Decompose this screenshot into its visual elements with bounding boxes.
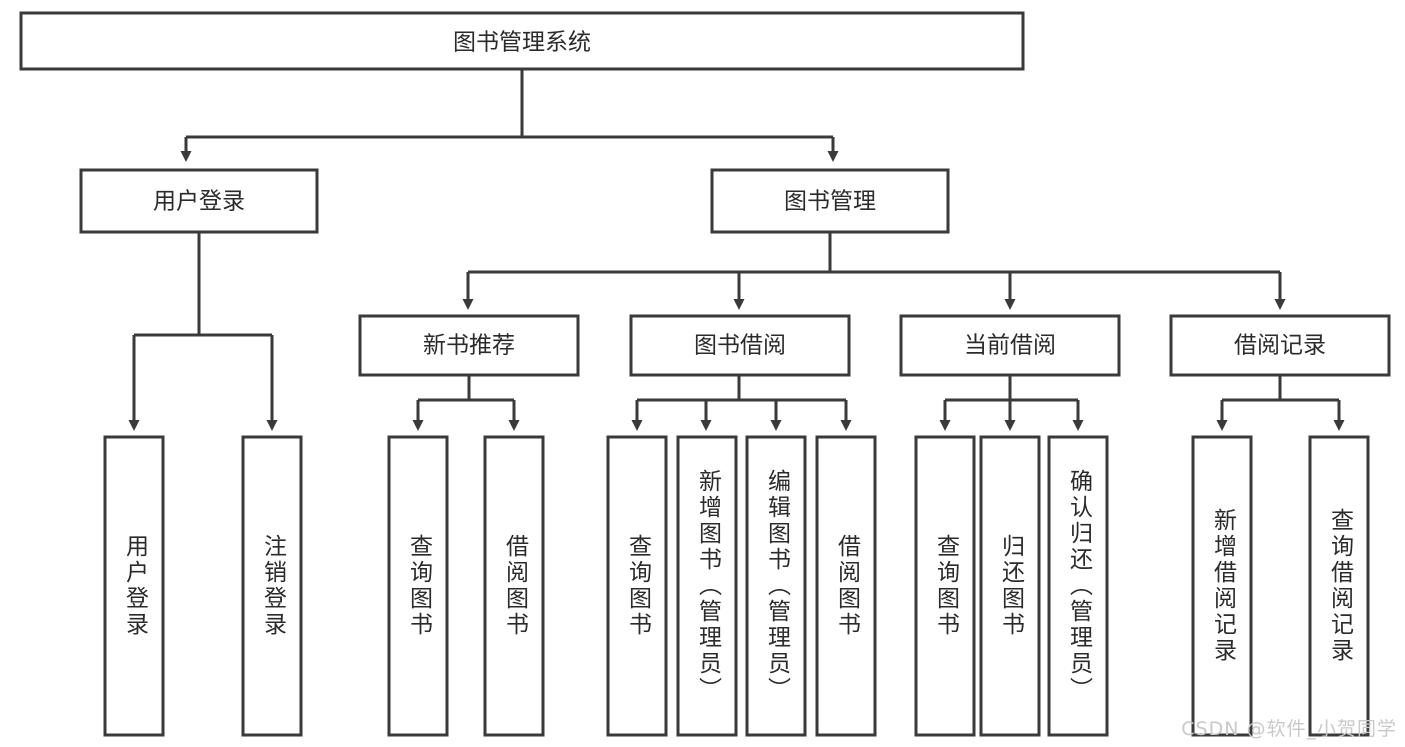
leaf-book-borrow-add[interactable]: 新增图书（管理员） xyxy=(676,435,738,737)
leaf-label: 新增图书（管理员） xyxy=(694,469,721,703)
leaf-label: 确认归还（管理员） xyxy=(1065,469,1092,703)
node-borrow-record[interactable]: 借阅记录 xyxy=(1169,314,1391,377)
connector-borrow-record-to-leaves xyxy=(1216,375,1345,431)
leaf-label: 新增借阅记录 xyxy=(1209,508,1236,664)
leaf-label: 查询图书 xyxy=(405,534,432,638)
node-book-borrow-label: 图书借阅 xyxy=(694,333,786,359)
leaf-label: 归还图书 xyxy=(997,534,1024,638)
leaf-label: 借阅图书 xyxy=(833,534,860,638)
leaf-borrow-record-query[interactable]: 查询借阅记录 xyxy=(1308,435,1370,737)
leaf-label: 查询图书 xyxy=(932,534,959,638)
node-root-system[interactable]: 图书管理系统 xyxy=(19,11,1025,71)
node-new-book-recommend[interactable]: 新书推荐 xyxy=(358,314,580,377)
leaf-label: 用户登录 xyxy=(121,534,148,638)
node-new-book-recommend-label: 新书推荐 xyxy=(423,333,515,359)
leaf-label: 查询图书 xyxy=(624,534,651,638)
leaf-label: 注销登录 xyxy=(259,534,286,638)
leaf-book-borrow-edit[interactable]: 编辑图书（管理员） xyxy=(745,435,807,737)
node-book-manage-label: 图书管理 xyxy=(784,189,876,215)
leaf-book-borrow-query[interactable]: 查询图书 xyxy=(606,435,668,737)
node-book-borrow[interactable]: 图书借阅 xyxy=(629,314,851,377)
leaf-new-book-borrow[interactable]: 借阅图书 xyxy=(483,435,545,737)
node-book-manage[interactable]: 图书管理 xyxy=(710,168,950,234)
node-current-borrow[interactable]: 当前借阅 xyxy=(899,314,1121,377)
connector-current-borrow-to-leaves xyxy=(939,375,1084,431)
leaf-label: 查询借阅记录 xyxy=(1326,508,1353,664)
node-current-borrow-label: 当前借阅 xyxy=(964,333,1056,359)
node-root-label: 图书管理系统 xyxy=(453,30,591,56)
leaf-current-borrow-query[interactable]: 查询图书 xyxy=(914,435,976,737)
leaf-label: 编辑图书（管理员） xyxy=(763,469,790,703)
leaf-current-borrow-confirm-return[interactable]: 确认归还（管理员） xyxy=(1047,435,1109,737)
leaf-borrow-record-add[interactable]: 新增借阅记录 xyxy=(1191,435,1253,737)
connector-root-to-level2 xyxy=(180,70,839,162)
connector-new-book-to-leaves xyxy=(412,375,520,431)
node-borrow-record-label: 借阅记录 xyxy=(1234,333,1326,359)
leaf-new-book-query[interactable]: 查询图书 xyxy=(387,435,449,737)
leaf-book-borrow-borrow[interactable]: 借阅图书 xyxy=(815,435,877,737)
node-user-login[interactable]: 用户登录 xyxy=(79,168,319,234)
leaf-label: 借阅图书 xyxy=(501,534,528,638)
connector-user-login-to-leaves xyxy=(128,232,278,431)
connector-book-manage-to-level3 xyxy=(462,232,1286,310)
node-user-login-label: 用户登录 xyxy=(153,189,245,215)
leaf-current-borrow-return[interactable]: 归还图书 xyxy=(979,435,1041,737)
leaf-user-login-login[interactable]: 用户登录 xyxy=(103,435,165,737)
leaf-user-login-logout[interactable]: 注销登录 xyxy=(241,435,303,737)
connector-book-borrow-to-leaves xyxy=(631,375,852,431)
